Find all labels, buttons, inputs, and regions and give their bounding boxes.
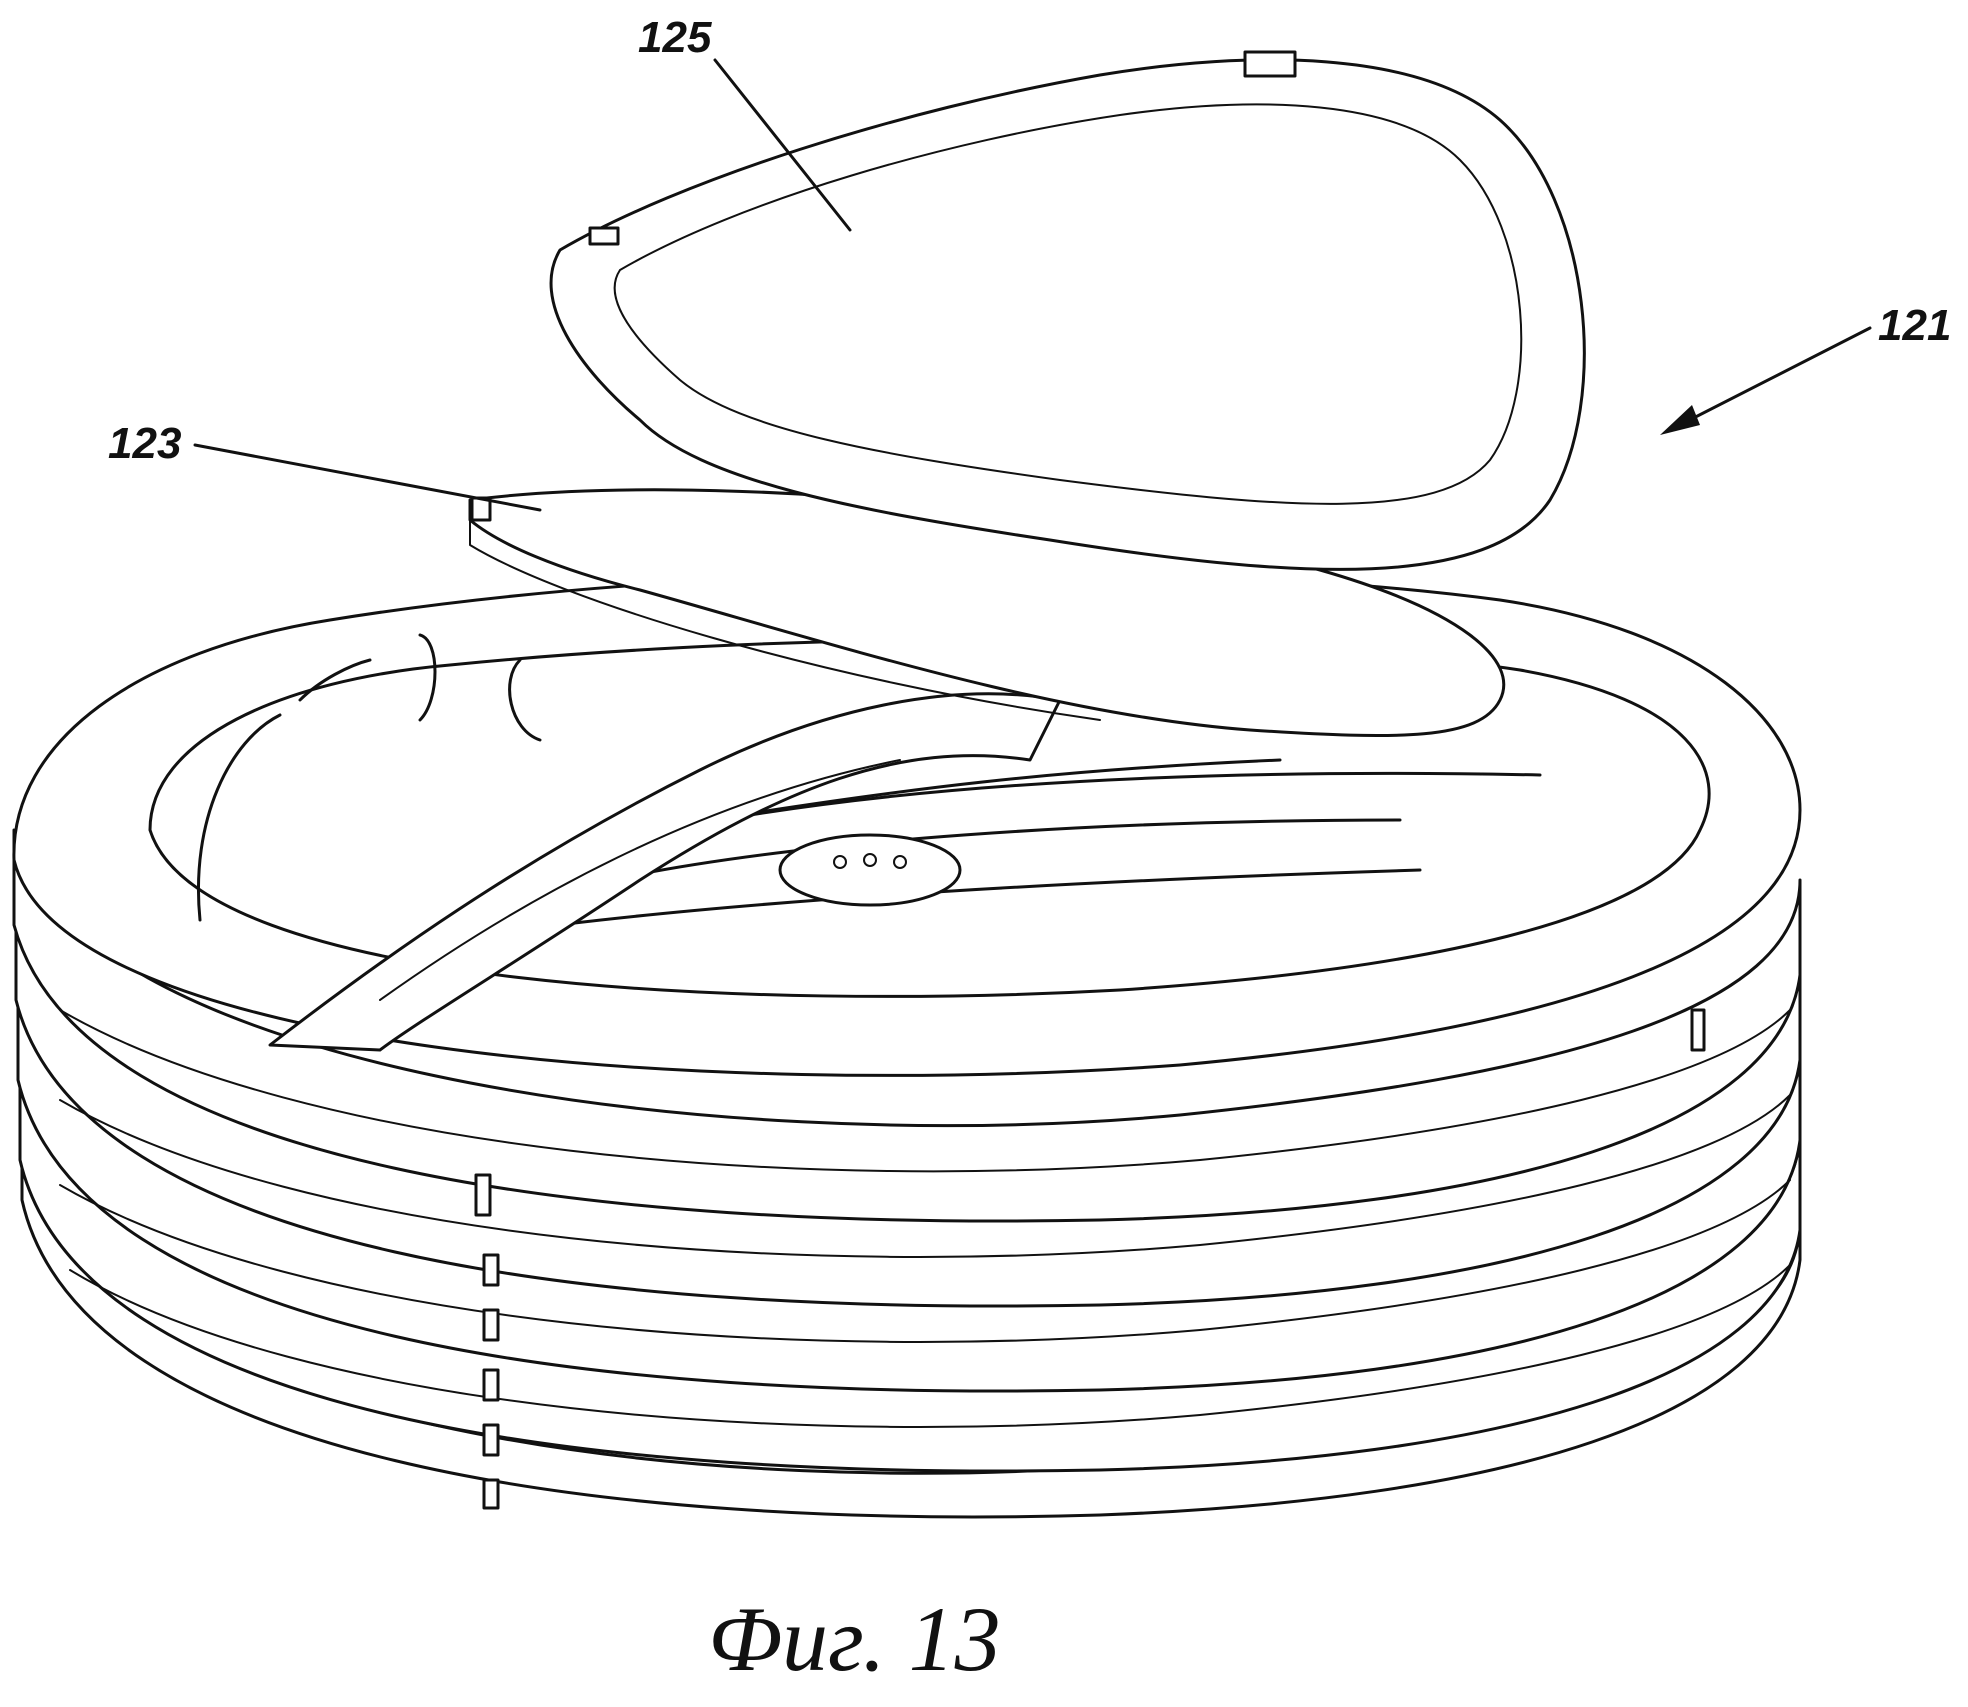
coil-ring-1 — [12, 828, 1802, 1223]
spiral-wire-1 — [197, 713, 282, 922]
hub — [778, 833, 962, 907]
spiral-wire-4 — [508, 658, 542, 742]
coil-stack — [12, 828, 1802, 1519]
arrowhead-121 — [1660, 405, 1700, 435]
coil-ring-5 — [20, 1148, 1802, 1519]
lid-inner — [613, 103, 1523, 505]
coil-groove-4 — [69, 1264, 1791, 1428]
lid-seat-edge — [469, 519, 1101, 721]
label-125: 125 — [638, 13, 712, 62]
spiral-wire-8 — [738, 758, 1282, 817]
coil-groove-3 — [59, 1179, 1791, 1343]
spiral-wire-3 — [418, 633, 437, 722]
lid — [549, 50, 1586, 571]
label-123: 123 — [108, 419, 181, 468]
leader-lines — [193, 58, 1872, 512]
spoke-arm-inner — [379, 759, 901, 1001]
figure-caption: Фиг. 13 — [708, 1588, 1001, 1690]
leader-125 — [713, 58, 852, 232]
leader-121 — [1668, 326, 1872, 432]
lid-tab — [588, 226, 620, 246]
lid-latch — [1243, 50, 1297, 78]
spiral-wire-5 — [748, 771, 1542, 817]
coil-groove-1 — [59, 1009, 1791, 1173]
coil-groove-2 — [59, 1094, 1791, 1258]
leader-123 — [193, 443, 542, 512]
lid-outer — [549, 58, 1586, 571]
label-121: 121 — [1878, 301, 1951, 350]
spiral-wire-2 — [298, 658, 372, 702]
spacer-tabs — [474, 1008, 1706, 1510]
spiral-wire-7 — [608, 818, 1402, 882]
